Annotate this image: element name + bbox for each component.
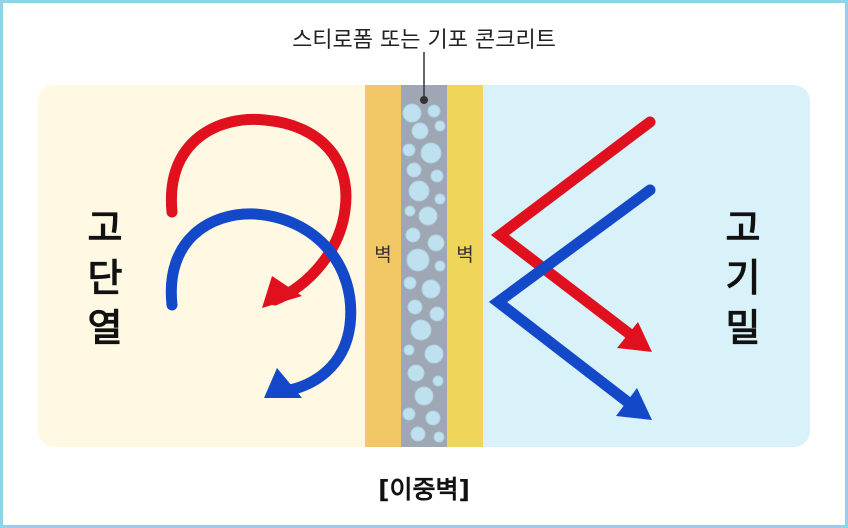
red-air-arrow <box>490 116 656 348</box>
blue-heat-arrow <box>165 208 357 398</box>
material-label: 스티로폼 또는 기포 콘크리트 <box>292 28 556 53</box>
right-char-2: 기 <box>725 256 761 300</box>
right-char-1: 고 <box>725 206 761 250</box>
red-heat-arrow <box>165 113 352 306</box>
blue-air-arrow <box>488 184 656 416</box>
left-char-3: 열 <box>87 306 123 350</box>
left-side-label: 고 단 열 <box>80 203 130 353</box>
airtight-side-panel <box>470 85 810 447</box>
right-char-3: 밀 <box>725 306 761 350</box>
red-heat-arrowhead <box>262 276 302 308</box>
inner-wall <box>447 85 483 447</box>
wall-label-left: 벽 <box>374 244 392 266</box>
outer-wall <box>365 85 401 447</box>
blue-air-arrowhead <box>616 388 652 420</box>
right-side-label: 고 기 밀 <box>718 203 768 353</box>
core-bubbles <box>402 103 446 443</box>
diagram-caption: [이중벽] <box>378 475 470 504</box>
left-char-2: 단 <box>87 256 123 300</box>
blue-heat-arrowhead <box>264 368 302 398</box>
pointer-dot <box>420 96 428 104</box>
red-air-arrowhead <box>617 322 652 352</box>
left-char-1: 고 <box>87 206 123 250</box>
wall-label-right: 벽 <box>456 244 474 266</box>
